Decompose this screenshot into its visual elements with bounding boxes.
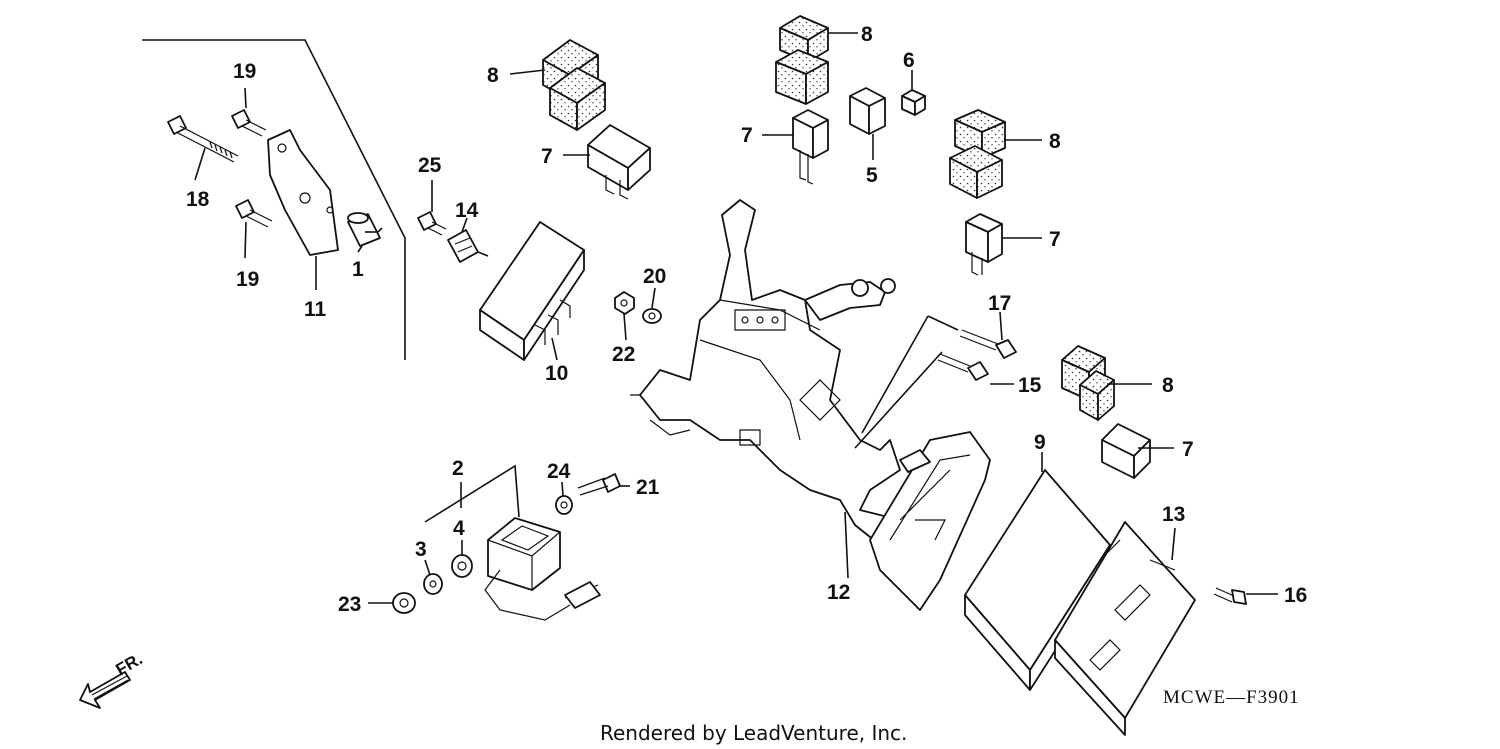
callout-7-left: 7 [541,145,553,168]
callout-25: 25 [418,154,442,177]
front-direction-arrow: FR. [79,649,146,709]
callout-7-center: 7 [741,124,753,147]
callout-20: 20 [643,265,666,288]
relay-group-right [949,109,1042,276]
callout-15: 15 [1018,374,1042,397]
callout-5: 5 [866,164,878,187]
callout-8-right: 8 [1049,130,1061,153]
callout-6: 6 [903,49,915,72]
relay-group-far-right [1061,345,1174,479]
callout-12: 12 [827,581,850,604]
horn-group [368,464,630,621]
callout-17: 17 [988,292,1011,315]
callout-22: 22 [612,343,635,366]
render-credit: Rendered by LeadVenture, Inc. [600,721,907,745]
callout-16: 16 [1284,584,1307,607]
callout-7-right: 7 [1049,228,1061,251]
fr-label: FR. [113,649,146,679]
clip-group [417,180,489,263]
callout-18: 18 [186,188,210,211]
callout-24: 24 [547,460,571,483]
callout-1: 1 [352,258,364,281]
callout-8-left: 8 [487,64,499,87]
callout-7-far-right: 7 [1182,438,1194,461]
callout-14: 14 [455,199,479,222]
relay-group-left [509,39,651,200]
callout-19-top: 19 [233,60,256,83]
bolt-group-17-15 [937,311,1017,385]
diagram-code: MCWE—F3901 [1163,687,1300,708]
cover-bracket [869,431,991,611]
main-frame-12 [630,199,959,579]
callout-4: 4 [453,517,465,540]
callout-8-top: 8 [861,23,873,46]
callout-10: 10 [545,362,568,385]
callout-21: 21 [636,476,660,499]
callout-19-bottom: 19 [236,268,259,291]
side-bracket-group [142,39,406,360]
callout-13: 13 [1162,503,1185,526]
callout-2: 2 [452,457,464,480]
callout-3: 3 [415,538,427,561]
callout-8-far-right: 8 [1162,374,1174,397]
control-unit-10 [479,221,585,361]
callout-23: 23 [338,593,361,616]
box-13 [1054,521,1196,736]
callout-labels: 19 18 19 11 1 25 14 10 8 7 8 6 7 5 8 7 2… [186,23,1307,616]
nut-washer-group [614,287,662,341]
relay-group-center [762,15,926,185]
screw-16 [1213,587,1278,605]
callout-9: 9 [1034,431,1046,454]
callout-11: 11 [304,298,327,321]
